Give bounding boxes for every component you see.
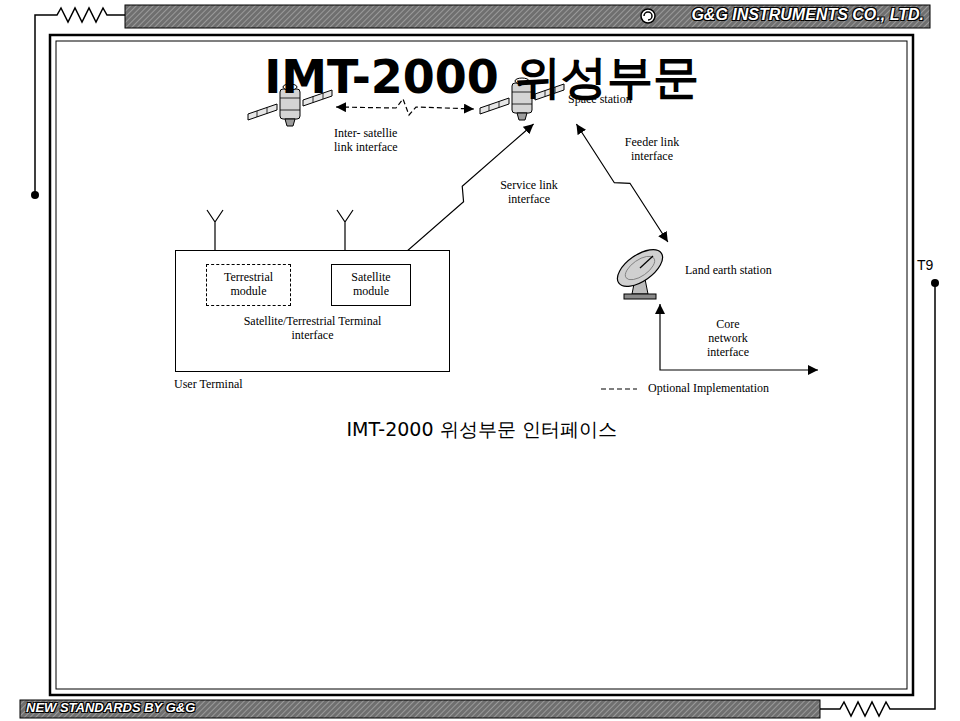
dish-antenna xyxy=(611,242,669,299)
link-label: Inter- satellie link interface xyxy=(334,127,414,155)
legend-text: Optional Implementation xyxy=(648,382,769,396)
wire-dot xyxy=(31,191,39,199)
slide-title: IMT-2000 위성부문 xyxy=(50,50,913,105)
logo-mark xyxy=(641,9,655,23)
terminal-heading: User Terminal xyxy=(174,378,243,392)
earth-station-node: Land earth station xyxy=(605,242,776,300)
station-label: Land earth station xyxy=(685,264,772,278)
company-name: G&G INSTRUMENTS CO., LTD. xyxy=(691,6,924,24)
wire-dot xyxy=(931,279,939,287)
link-label: Service link interface xyxy=(495,178,563,208)
interface-label: Satellite/Terrestrial Terminal interface xyxy=(238,315,387,343)
link-label: Feeder link interface xyxy=(618,135,686,165)
core-network-arrow xyxy=(660,304,818,370)
footer-text: NEW STANDARDS BY G&G xyxy=(26,701,195,716)
legend-sample xyxy=(600,384,638,394)
footer-bar xyxy=(20,700,820,718)
module-box: Terrestrial module xyxy=(206,264,291,306)
module-label: Satellite module xyxy=(337,271,405,299)
slide-frame xyxy=(56,41,907,689)
satellite-node: Space station xyxy=(480,76,636,124)
terminal-box: Terrestrial module Satellite moduleSatell… xyxy=(175,250,450,372)
page-number: T9 xyxy=(917,257,933,273)
header-bar xyxy=(125,5,930,28)
slide-frame xyxy=(50,35,913,695)
station-label: Space station xyxy=(568,93,632,107)
legend-entry: Optional Implementation xyxy=(600,382,769,396)
link-label: Core network interface xyxy=(700,318,756,359)
antenna-symbol xyxy=(337,210,353,250)
module-label: Terrestrial module xyxy=(212,271,285,299)
logo-mark xyxy=(644,12,652,20)
module-box: Satellite module xyxy=(331,264,411,306)
antenna-symbol xyxy=(207,210,223,250)
figure-caption: IMT-2000 위성부문 인터페이스 xyxy=(50,418,913,441)
